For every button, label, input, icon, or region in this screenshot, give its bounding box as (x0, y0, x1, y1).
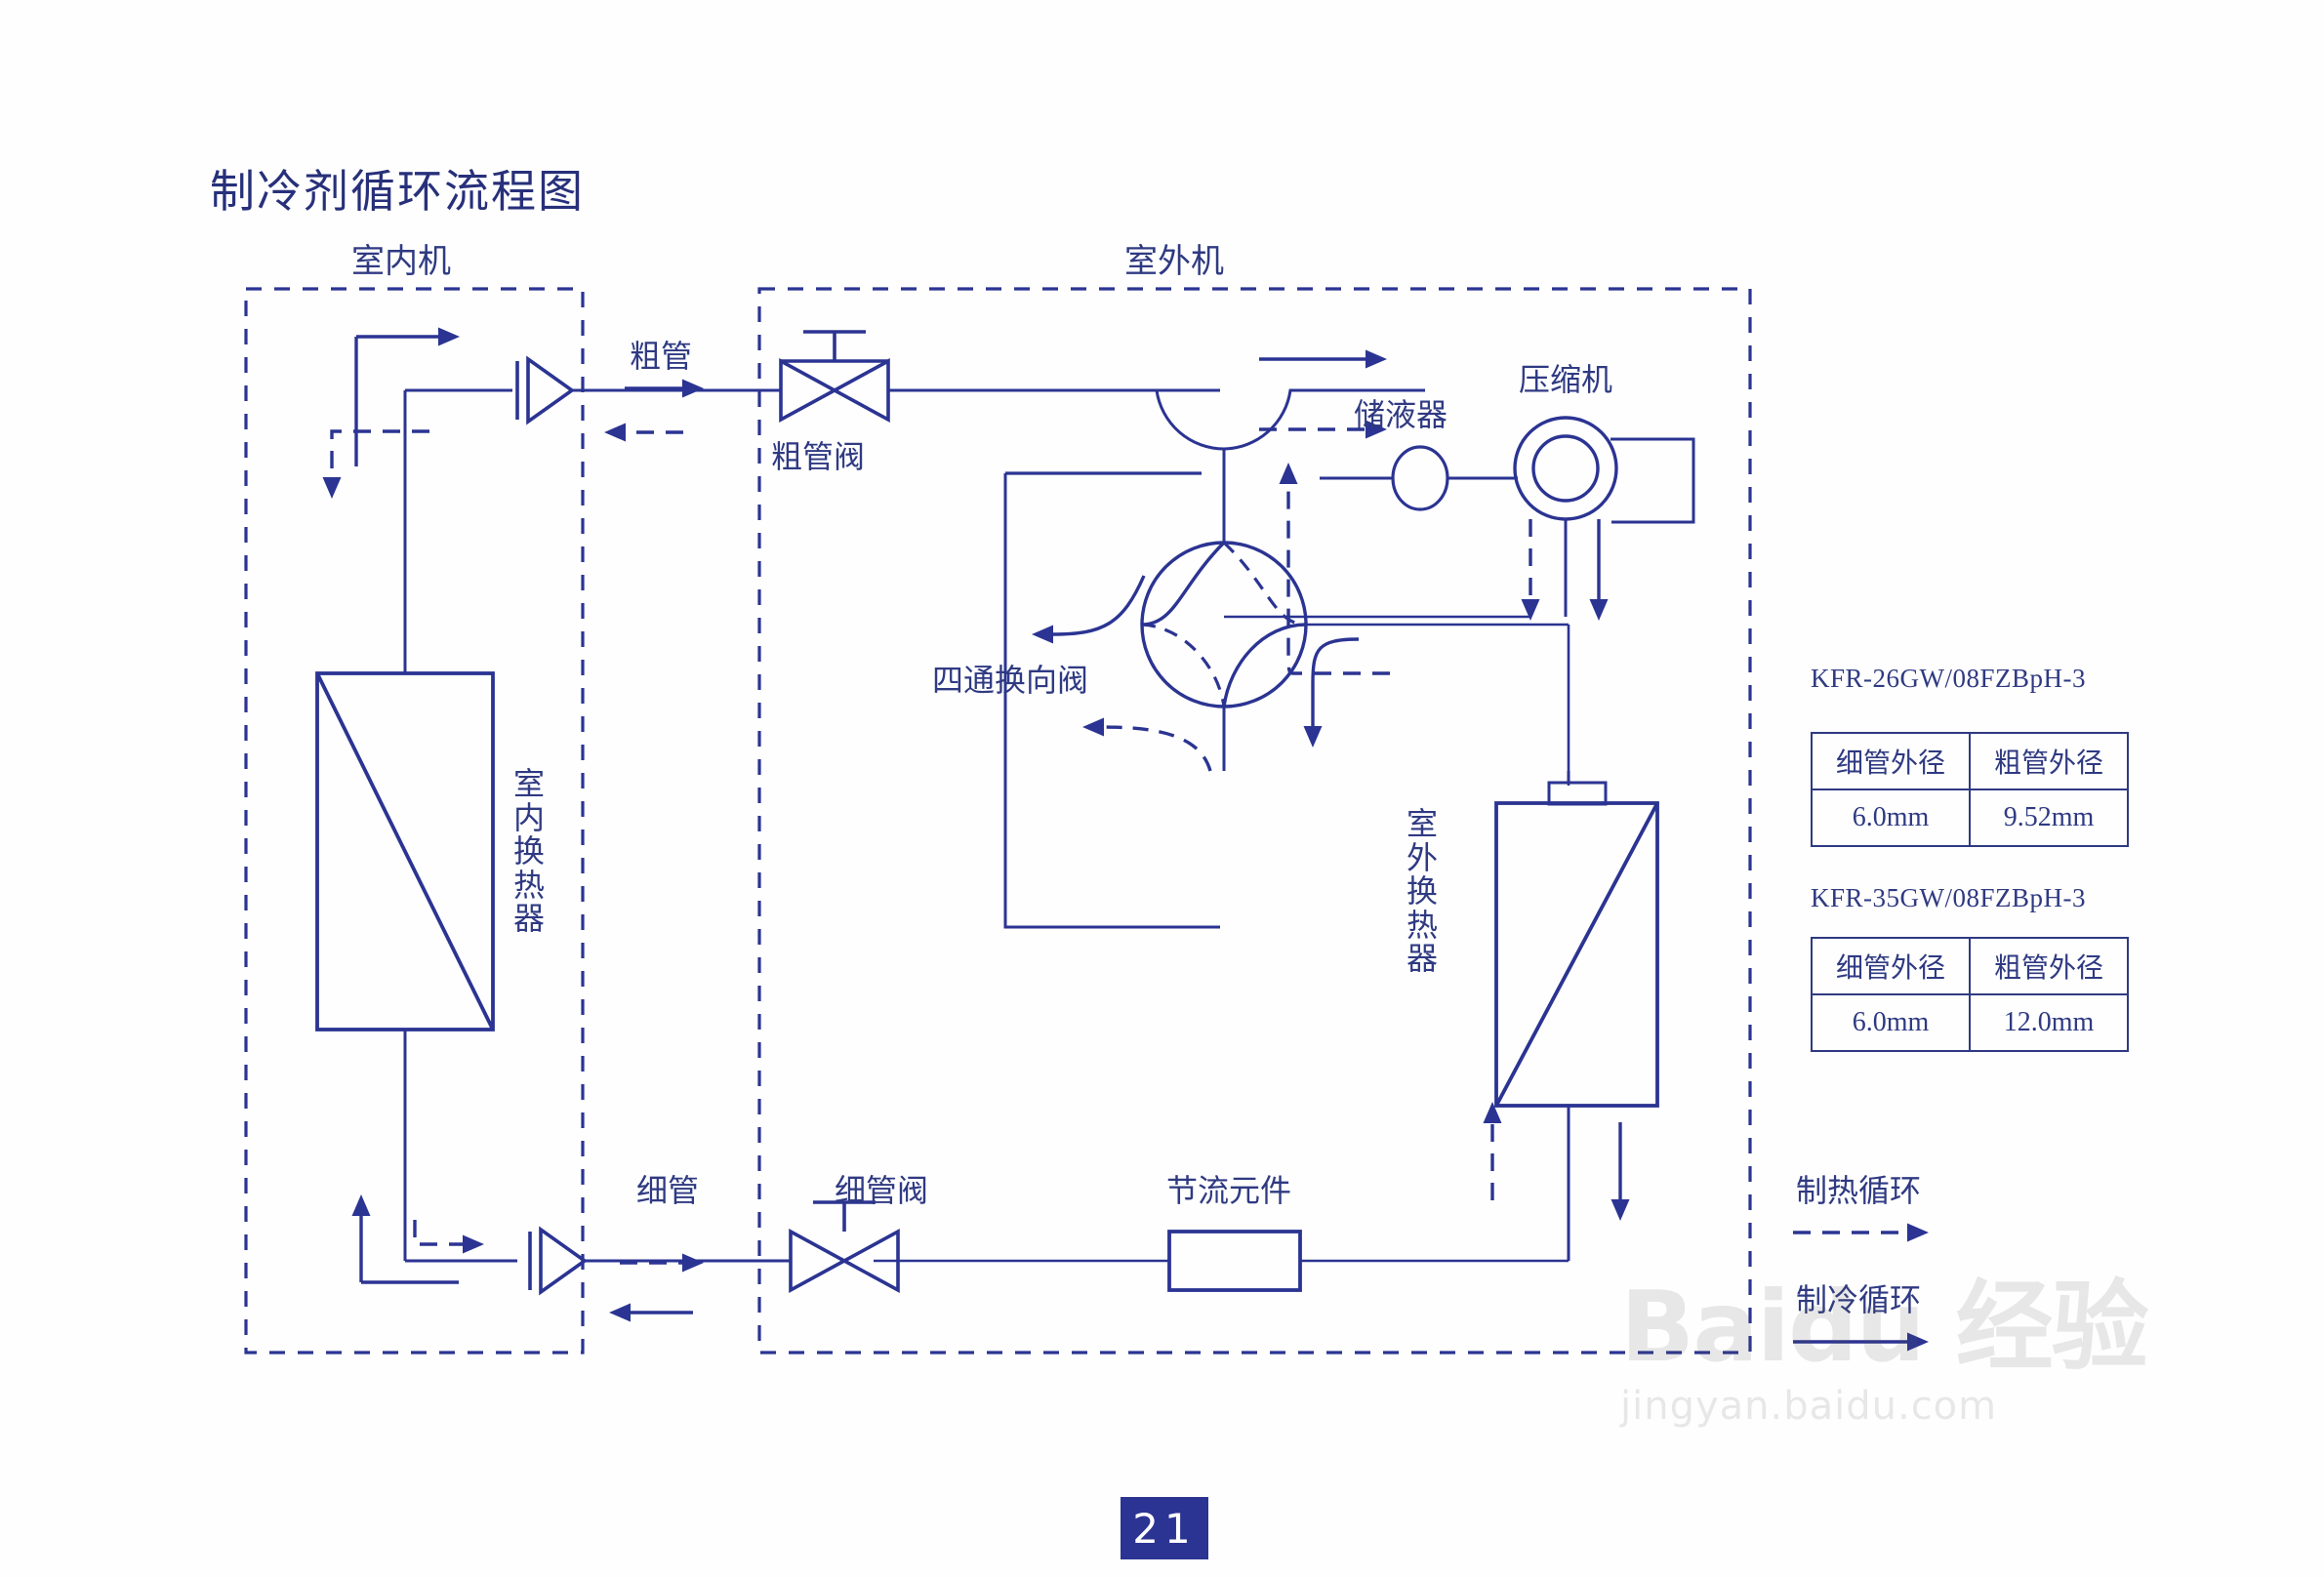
outdoor-hx-connector (1547, 781, 1608, 806)
spec-header-0-1: 粗管外径 (1969, 732, 2129, 790)
legend-cooling-label: 制冷循环 (1796, 1282, 1922, 1317)
spec-value-1-1: 12.0mm (1969, 993, 2129, 1052)
thin-pipe-label: 细管 (636, 1173, 700, 1208)
spec-table-0: 细管外径 粗管外径 6.0mm 9.52mm (1811, 732, 2129, 847)
outdoor-heat-exchanger-label: 室 外 换 热 器 (1406, 806, 1438, 977)
spec-table-1: 细管外径 粗管外径 6.0mm 12.0mm (1811, 937, 2129, 1052)
throttle-element-symbol (1167, 1230, 1302, 1292)
arrow-cooling-valve-right (1303, 637, 1360, 748)
thick-pipe-valve-label: 粗管阀 (771, 439, 866, 474)
spec-header-1-1: 粗管外径 (1969, 937, 2129, 995)
table-row: 6.0mm 12.0mm (1811, 993, 2129, 1052)
thick-pipe-label: 粗管 (630, 339, 693, 374)
compressor-label: 压缩机 (1519, 362, 1613, 397)
indoor-heat-exchanger-symbol (315, 671, 495, 1031)
outdoor-unit-label: 室外机 (1124, 244, 1224, 280)
accumulator-symbol (1391, 445, 1449, 511)
thick-pipe-valve-symbol (779, 330, 890, 424)
arrow-heating-indoor-top (322, 429, 429, 499)
spec-value-0-1: 9.52mm (1969, 788, 2129, 847)
arrow-cooling-indoor-bottom (351, 1194, 459, 1284)
spec-header-0-0: 细管外径 (1811, 732, 1971, 790)
arrow-heating-up-to-suction (1279, 463, 1390, 675)
spec-model-0: KFR-26GW/08FZBpH-3 (1811, 664, 2087, 693)
flare-union-bottom (528, 1226, 589, 1296)
thin-pipe-valve-label: 细管阀 (835, 1173, 929, 1208)
spec-header-1-0: 细管外径 (1811, 937, 1971, 995)
four-way-valve-inner-dashed (1141, 541, 1307, 708)
arrow-heating-indoor-bottom (413, 1220, 484, 1254)
indoor-unit-boundary (244, 287, 585, 1355)
throttle-element-label: 节流元件 (1166, 1173, 1292, 1208)
four-way-valve-symbol (1140, 541, 1308, 708)
four-way-valve-label: 四通换向阀 (932, 663, 1089, 698)
flare-union-top (515, 355, 576, 425)
table-row: 细管外径 粗管外径 (1811, 732, 2129, 790)
indoor-heat-exchanger-label: 室 内 换 热 器 (512, 766, 545, 937)
accumulator-label: 储液器 (1354, 397, 1448, 432)
table-row: 6.0mm 9.52mm (1811, 788, 2129, 847)
page-number: 21 (1121, 1497, 1208, 1559)
outdoor-unit-boundary (757, 287, 1752, 1355)
arrow-heating-valve-left (1082, 717, 1212, 772)
outdoor-heat-exchanger-symbol (1494, 801, 1659, 1108)
table-row: 细管外径 粗管外径 (1811, 937, 2129, 995)
indoor-unit-label: 室内机 (351, 244, 451, 280)
spec-value-1-0: 6.0mm (1811, 993, 1971, 1052)
arrow-cooling-valve-left (1032, 575, 1146, 644)
compressor-symbol (1513, 416, 1618, 521)
thin-pipe-valve-symbol (789, 1200, 900, 1294)
page-title: 制冷剂循环流程图 (210, 165, 585, 218)
spec-model-1: KFR-35GW/08FZBpH-3 (1811, 883, 2087, 912)
legend-heating-label: 制热循环 (1796, 1173, 1922, 1208)
arrow-cooling-indoor-top (354, 327, 460, 466)
spec-value-0-0: 6.0mm (1811, 788, 1971, 847)
